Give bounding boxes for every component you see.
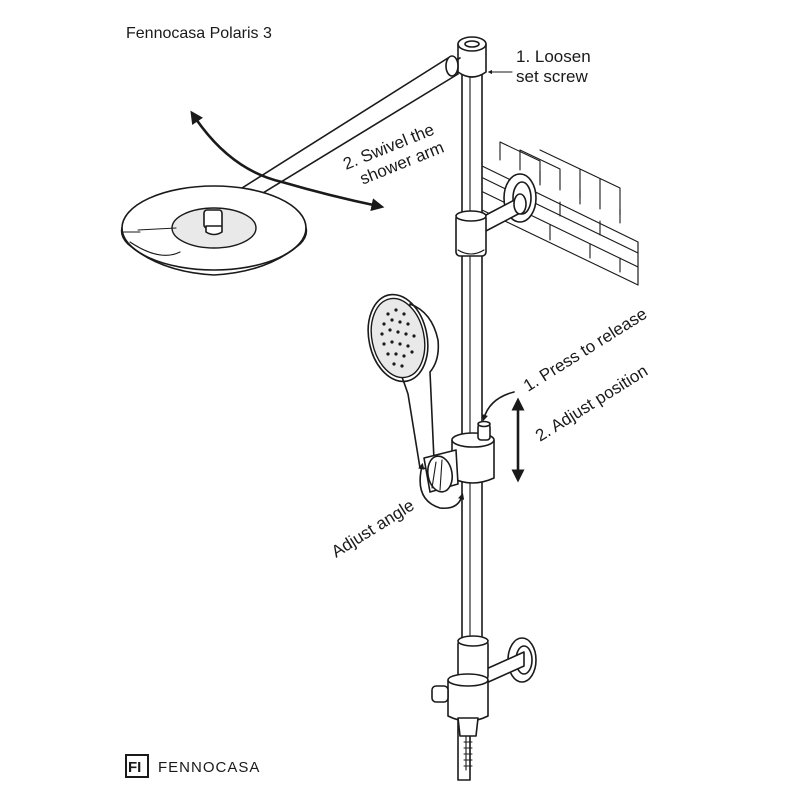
top-elbow-fitting [439, 36, 487, 78]
label-adjust-angle: Adjust angle [328, 496, 417, 562]
press-release-arrow [481, 391, 515, 422]
rain-shower-head [120, 185, 308, 276]
rail-collar-lower [457, 635, 489, 681]
adjust-angle-arrow [418, 462, 465, 510]
hose-connector [431, 673, 489, 771]
label-loosen-line2: set screw [516, 67, 589, 86]
swivel-arrow [190, 110, 385, 212]
rail-collar-upper [455, 210, 487, 257]
page-title: Fennocasa Polaris 3 [126, 25, 272, 42]
brand-logo: FI FENNOCASA [125, 754, 260, 778]
brand-name: FENNOCASA [158, 759, 260, 776]
spray-nozzles [380, 308, 416, 368]
wall-bracket-upper [483, 173, 537, 233]
label-loosen-line1: 1. Loosen [516, 47, 591, 66]
brand-logo-mark: FI [128, 759, 141, 776]
hand-shower [367, 293, 440, 470]
slider-holder [423, 420, 495, 493]
lower-wall-outlet [483, 637, 537, 685]
